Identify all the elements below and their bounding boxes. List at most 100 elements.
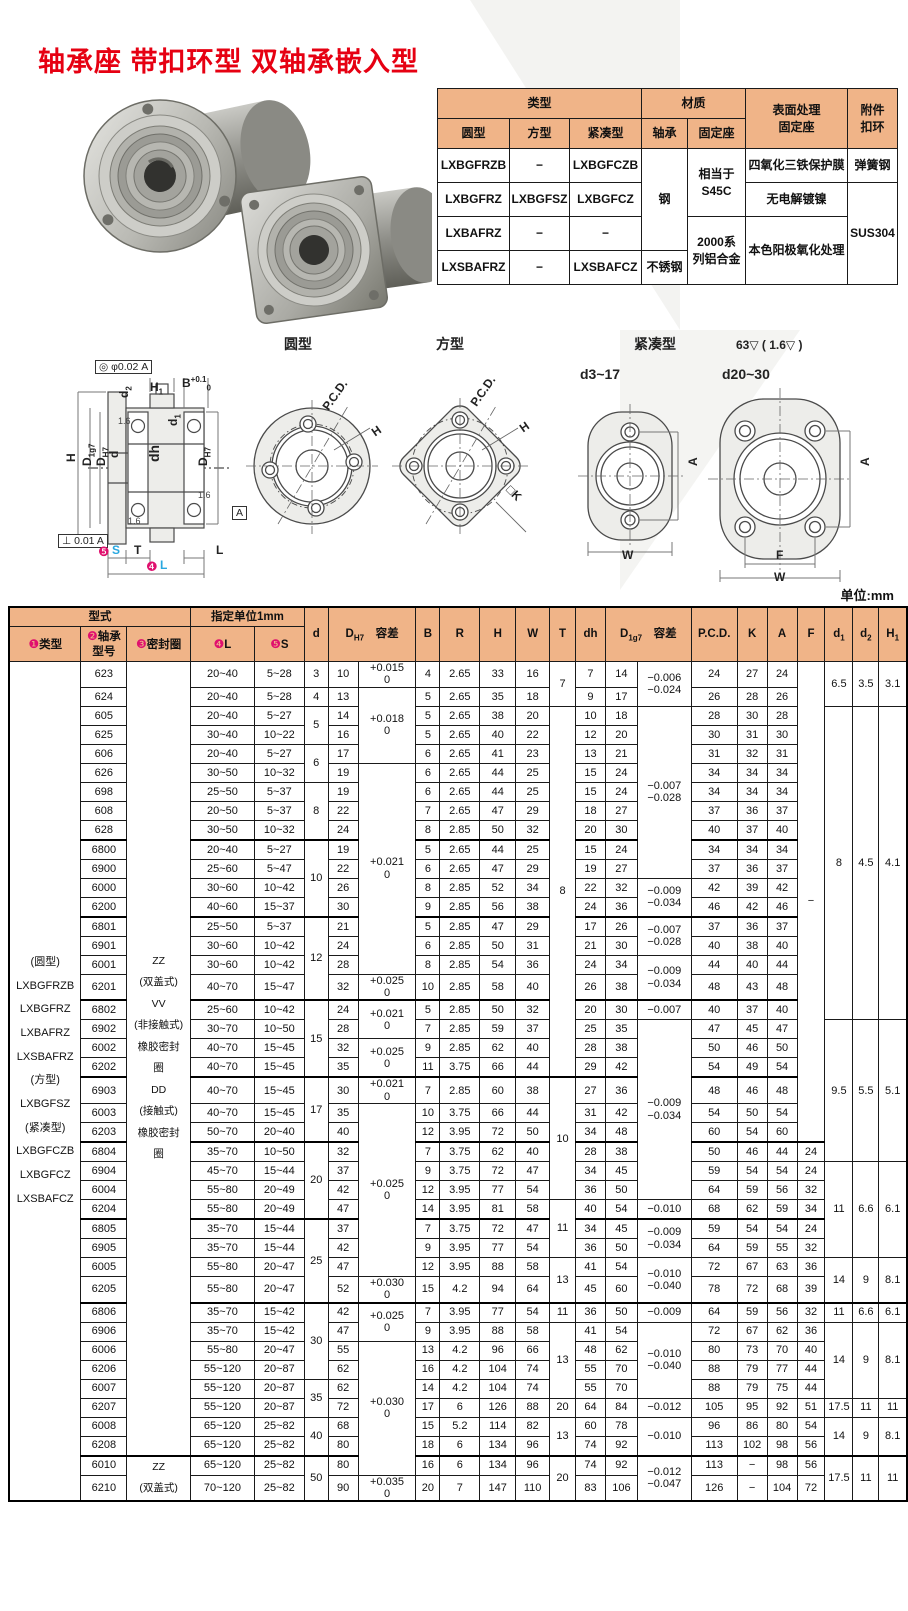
table-cell: 18	[515, 686, 551, 707]
table-cell: 628	[80, 819, 128, 841]
table-cell: LXBGFCZ	[569, 182, 642, 217]
label-bore-d: d	[107, 450, 121, 458]
table-cell: 10~42	[253, 935, 305, 956]
table-cell: 59	[766, 1199, 798, 1220]
table-cell: 81	[479, 1199, 517, 1220]
table-cell: 7	[549, 661, 577, 707]
table-cell: 2.85	[439, 896, 481, 918]
header-cell: 轴承	[641, 118, 688, 149]
table-cell: 44	[479, 762, 517, 783]
table-cell: 20	[415, 1474, 441, 1502]
table-cell: 50	[515, 1122, 551, 1143]
table-cell: 59	[736, 1238, 768, 1258]
table-cell: 34	[736, 838, 768, 860]
table-cell: 7	[415, 1076, 441, 1105]
table-cell: 46	[736, 1076, 768, 1105]
table-cell: 4	[303, 686, 329, 707]
compact-title: 紧凑型	[634, 336, 676, 352]
table-cell: 54	[736, 1161, 768, 1181]
table-cell: 13	[327, 686, 359, 707]
table-cell: 6	[415, 858, 441, 879]
header-cell: ❹L	[190, 626, 255, 663]
table-cell: 6.6	[852, 1161, 880, 1258]
table-cell: 23	[515, 743, 551, 764]
table-cell: 7	[439, 1474, 481, 1502]
table-cell: 32	[796, 1238, 826, 1258]
table-cell: 8.1	[878, 1321, 908, 1399]
table-cell: 34	[575, 1161, 606, 1181]
table-cell: 5.1	[878, 1019, 908, 1162]
table-cell: 50	[736, 1103, 768, 1123]
table-cell: 2.85	[439, 935, 481, 956]
table-cell: 40~60	[190, 896, 255, 918]
table-cell: 20	[549, 1454, 577, 1502]
table-cell: 2.65	[439, 762, 481, 783]
table-cell: 56	[766, 1301, 798, 1323]
table-cell: 40	[327, 1122, 359, 1143]
table-cell: 31	[736, 724, 768, 745]
table-cell: −	[736, 1454, 768, 1476]
table-cell: 72	[796, 1474, 826, 1502]
table-cell: 6806	[80, 1301, 128, 1323]
table-cell: 55~120	[190, 1378, 255, 1399]
header-cell: R	[439, 606, 481, 663]
table-cell: 5~37	[253, 915, 305, 937]
label-b-tolerance: B+0.10	[182, 375, 211, 393]
table-cell: 78	[690, 1275, 738, 1304]
table-cell: 6205	[80, 1275, 128, 1304]
table-cell: 钢	[641, 148, 688, 251]
table-cell: 64	[690, 1301, 738, 1323]
table-cell: 54	[766, 1057, 798, 1078]
table-cell: 24	[575, 896, 606, 918]
table-cell: 40	[479, 724, 517, 745]
table-cell: 54	[604, 1199, 638, 1220]
table-cell: 6906	[80, 1321, 128, 1342]
table-cell: 62	[604, 1340, 638, 1361]
table-cell: 79	[736, 1378, 768, 1399]
table-cell: 60	[479, 1076, 517, 1105]
table-cell: 22	[575, 877, 606, 898]
header-cell: ❸密封圈	[126, 626, 192, 663]
table-cell: 20~49	[253, 1180, 305, 1200]
table-cell: −0.012−0.047	[636, 1454, 692, 1502]
table-cell: 6903	[80, 1076, 128, 1105]
table-cell: 6.1	[878, 1161, 908, 1258]
table-cell: 70	[604, 1378, 638, 1399]
table-cell: 104	[766, 1474, 798, 1502]
table-cell: 2.85	[439, 819, 481, 841]
gdt-frame-bottom: ⊥ 0.01 A	[58, 534, 108, 548]
table-cell: 15	[415, 1275, 441, 1304]
table-cell: 63	[766, 1257, 798, 1277]
table-cell: 11	[415, 1057, 441, 1078]
table-cell: 38	[515, 896, 551, 918]
table-cell: 15	[575, 838, 606, 860]
table-cell: −0.010	[636, 1199, 692, 1220]
table-cell: 608	[80, 800, 128, 821]
table-cell: 6200	[80, 896, 128, 918]
compact-small-drawing	[578, 404, 684, 556]
table-cell: 28	[327, 1019, 359, 1040]
table-cell: 24	[575, 954, 606, 975]
table-cell: 42	[327, 1238, 359, 1258]
label-L-right: L	[216, 543, 224, 557]
table-cell: 30~70	[190, 1019, 255, 1040]
table-cell: 3.95	[439, 1301, 481, 1323]
table-cell: 66	[479, 1057, 517, 1078]
table-cell: 68	[327, 1416, 359, 1437]
table-cell: 20	[549, 1397, 577, 1418]
table-cell: 34	[515, 877, 551, 898]
table-cell: 66	[515, 1340, 551, 1361]
table-cell: 37	[690, 915, 738, 937]
table-cell: 29	[515, 858, 551, 879]
table-cell: 5.2	[439, 1416, 481, 1437]
table-cell: 36	[736, 800, 768, 821]
table-cell: −0.010	[636, 1416, 692, 1457]
